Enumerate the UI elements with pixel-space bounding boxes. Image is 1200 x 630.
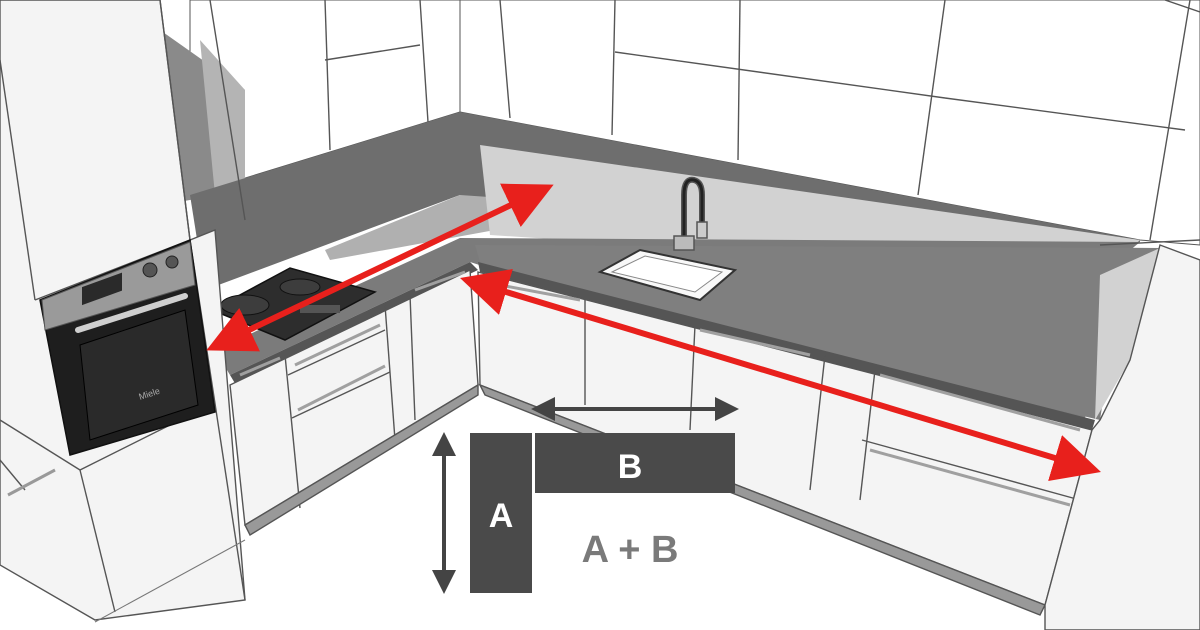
walls — [189, 0, 1200, 246]
floor-line — [94, 539, 246, 623]
formula-label: A + B — [582, 529, 679, 571]
label-a: A — [489, 497, 514, 535]
oven: Miele — [39, 238, 216, 456]
block-a — [470, 433, 532, 593]
label-b: B — [618, 448, 643, 486]
end-panel — [1044, 244, 1200, 630]
block-b — [535, 433, 735, 493]
upper-shadow-light — [200, 40, 245, 195]
schematic: A B A + B — [432, 397, 739, 594]
red-arrow-left-run — [206, 183, 554, 352]
red-arrow-right-run — [460, 268, 1101, 482]
faucet — [673, 176, 708, 251]
red-dimension-arrows — [206, 183, 1101, 482]
